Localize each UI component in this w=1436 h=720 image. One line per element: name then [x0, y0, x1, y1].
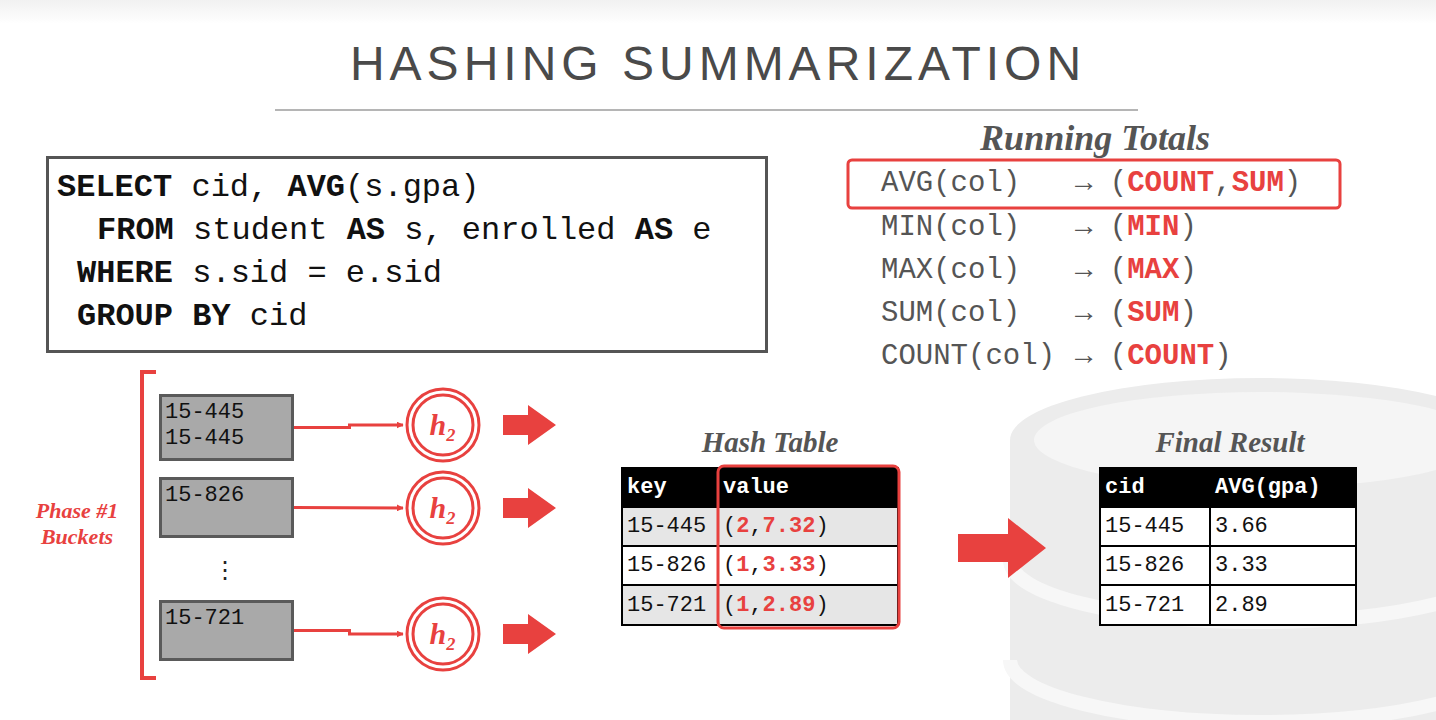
bracket-label: Phase #1 Buckets: [22, 490, 132, 558]
table-row-fill: [622, 546, 898, 585]
block-arrow: [958, 518, 1046, 578]
running-total: → (MAX): [1070, 250, 1340, 290]
bucket-key: 15-445: [165, 400, 285, 426]
bucket-key: 15-826: [165, 483, 285, 509]
hash-function-circle: h₂: [405, 596, 481, 672]
query-box: SELECT cid, AVG(s.gpa)FROM student AS s,…: [46, 156, 768, 353]
sql-line: FROM student AS s, enrolled AS e: [49, 209, 751, 252]
sql-line: GROUP BY cid: [49, 295, 751, 338]
bucket-box: 15-44515-445: [159, 394, 294, 461]
table-grid: [1100, 584, 1356, 586]
ellipsis: ⋮: [195, 552, 255, 588]
table-grid: [622, 545, 898, 547]
hash-function-circle: h₂: [405, 470, 481, 546]
flow-arrow: [294, 506, 403, 510]
table-border: [622, 468, 898, 625]
aggregate-function: MIN(col): [876, 207, 1071, 247]
table-cell: 15-721: [1100, 585, 1210, 625]
table-grid: [622, 506, 898, 508]
running-total: → (MIN): [1070, 207, 1340, 247]
table-grid: [1209, 468, 1211, 625]
table-row-fill: [1100, 507, 1356, 625]
bucket-box: 15-826: [159, 477, 294, 538]
table-cell: (2, 7.32): [718, 507, 898, 546]
table-cell: (1, 3.33): [718, 546, 898, 585]
hash-label: h₂: [405, 596, 481, 672]
table-cell: 15-826: [622, 546, 718, 585]
table-header-band: [622, 468, 898, 507]
running-total: → (COUNT): [1070, 336, 1340, 376]
table-header: AVG(gpa): [1210, 468, 1356, 507]
table-cell: 15-445: [1100, 507, 1210, 546]
table-title: Hash Table: [640, 420, 900, 464]
aggregate-function: AVG(col): [876, 163, 1071, 203]
table-cell: 2.89: [1210, 585, 1356, 625]
database-watermark: [1010, 378, 1436, 720]
table-cell: 15-721: [622, 585, 718, 625]
table-header: key: [622, 468, 718, 507]
running-total: → (COUNT,SUM): [1070, 163, 1340, 203]
hash-label: h₂: [405, 470, 481, 546]
table-header: cid: [1100, 468, 1210, 507]
table-border: [1100, 468, 1356, 625]
highlight-box: [718, 466, 899, 628]
running-total: → (SUM): [1070, 293, 1340, 333]
database-watermark-band: [1010, 660, 1436, 720]
table-grid: [1100, 545, 1356, 547]
bucket-key: 15-721: [165, 606, 285, 632]
aggregate-function: MAX(col): [876, 250, 1071, 290]
flow-arrow: [294, 631, 403, 635]
bucket-box: 15-721: [159, 600, 294, 661]
block-arrow: [503, 405, 556, 445]
title-underline: [275, 109, 1138, 111]
table-grid: [1100, 506, 1356, 508]
table-header: value: [718, 468, 898, 507]
table-cell: (1, 2.89): [718, 585, 898, 625]
aggregate-function: COUNT(col): [876, 336, 1071, 376]
table-row-fill: [622, 585, 898, 625]
block-arrow: [503, 614, 556, 654]
table-row-fill: [622, 507, 898, 546]
table-title: Final Result: [1100, 420, 1360, 464]
table-cell: 15-826: [1100, 546, 1210, 585]
table-cell: 3.66: [1210, 507, 1356, 546]
flow-arrow: [294, 425, 403, 428]
hash-label: h₂: [405, 387, 481, 463]
table-cell: 15-445: [622, 507, 718, 546]
table-grid: [622, 584, 898, 586]
section-heading: Running Totals: [880, 116, 1310, 160]
sql-line: SELECT cid, AVG(s.gpa): [49, 166, 751, 209]
block-arrow: [503, 488, 556, 528]
sql-line: WHERE s.sid = e.sid: [49, 252, 751, 295]
bucket-key: 15-445: [165, 426, 285, 452]
table-header-band: [1100, 468, 1356, 507]
highlight-box: [848, 160, 1340, 208]
table-cell: 3.33: [1210, 546, 1356, 585]
bucket-bracket: [142, 372, 156, 678]
hash-function-circle: h₂: [405, 387, 481, 463]
slide-title: HASHING SUMMARIZATION: [0, 36, 1436, 91]
aggregate-function: SUM(col): [876, 293, 1071, 333]
